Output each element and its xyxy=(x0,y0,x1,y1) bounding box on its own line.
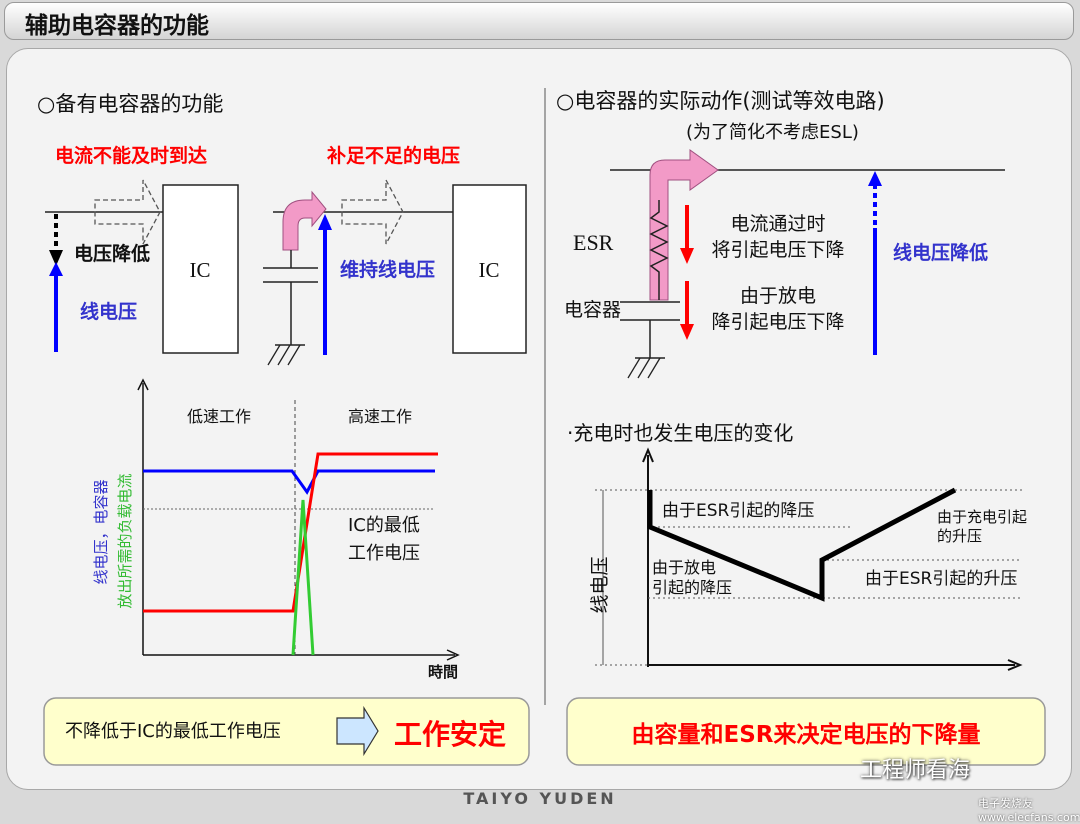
voltage-waveform xyxy=(647,487,957,602)
label-maintain-voltage: 维持线电压 xyxy=(340,258,435,281)
current-dashed-arrow-b xyxy=(341,179,404,245)
ic-box-a xyxy=(162,184,239,354)
ground-b-hatch xyxy=(277,344,291,366)
desc2-line1: 由于放电 xyxy=(740,285,816,307)
right-result-box xyxy=(566,697,1046,766)
pink-current-arrow xyxy=(282,190,327,251)
ground-b-hatch xyxy=(267,344,281,366)
red-drop-arrowhead-2 xyxy=(680,324,694,340)
result-arrow-icon xyxy=(336,705,379,757)
desc1-line2: 将引起电压下降 xyxy=(711,239,844,261)
desc1-line1: 电流通过时 xyxy=(730,213,825,235)
right-heading: ○电容器的实际动作(测试等效电路) xyxy=(556,89,885,113)
label-discharge-1: 由于放电 xyxy=(652,558,716,577)
charge-heading: ·充电时也发生电压的变化 xyxy=(567,421,793,445)
label-current-not-reach: 电流不能及时到达 xyxy=(55,144,207,167)
label-charge-1: 由于充电引起 xyxy=(937,508,1027,526)
label-esr-drop: 由于ESR引起的降压 xyxy=(662,501,814,521)
label-esr-rise: 由于ESR引起的升压 xyxy=(865,569,1017,589)
ground-r-hatch xyxy=(647,357,661,379)
chart-ylabel-2: 放出所需的负载电流 xyxy=(116,473,134,608)
chart-xlabel: 時間 xyxy=(428,663,458,681)
right-subheading: (为了简化不考虑ESL) xyxy=(686,122,859,143)
graph-x-arrowhead xyxy=(1007,659,1023,671)
chart-ylabel-1: 线电压，电容器 xyxy=(92,479,110,584)
left-heading: ○备有电容器的功能 xyxy=(37,92,223,116)
left-result-emphasis: 工作安定 xyxy=(394,718,506,751)
left-result-box xyxy=(43,697,530,766)
label-charge-2: 的升压 xyxy=(937,527,982,545)
right-line-voltage-drop: 线电压降低 xyxy=(893,241,988,264)
right-result-text: 由容量和ESR来决定电压的下降量 xyxy=(632,721,981,748)
right-line-voltage-arrowhead xyxy=(868,171,882,186)
pink-discharge-arrow xyxy=(649,149,719,301)
ground-r-hatch xyxy=(637,357,651,379)
page-title: 辅助电容器的功能 xyxy=(25,13,209,39)
label-high-speed: 高速工作 xyxy=(348,407,412,426)
label-low-speed: 低速工作 xyxy=(187,407,251,426)
ic-box-b xyxy=(452,184,527,354)
line-voltage-trace xyxy=(143,469,435,495)
chart-y-arrowhead xyxy=(137,378,149,391)
voltage-drop-arrowhead xyxy=(49,250,63,266)
line-voltage-arrowhead-a xyxy=(49,262,63,276)
label-supplement-voltage: 补足不足的电压 xyxy=(327,144,460,167)
graph-y-arrowhead xyxy=(642,447,654,463)
watermark: 工程师看海 xyxy=(860,758,971,783)
red-drop-arrowhead-1 xyxy=(680,248,694,264)
ground-r-hatch xyxy=(627,357,641,379)
label-line-voltage: 线电压 xyxy=(80,300,137,323)
graph-ylabel: 线电压 xyxy=(589,556,611,613)
ground-b-hatch xyxy=(287,344,301,366)
label-ic-min-1: IC的最低 xyxy=(348,515,420,536)
capacitor-label: 电容器 xyxy=(564,299,621,321)
current-dashed-arrow-a xyxy=(94,179,161,245)
watermark-site: 电子发烧友 www.elecfans.com xyxy=(978,797,1080,824)
capacitor-current-spike xyxy=(291,499,315,656)
footer-brand: TAIYO YUDEN xyxy=(463,789,617,808)
label-voltage-drop: 电压降低 xyxy=(74,242,150,265)
chart-x-arrowhead xyxy=(446,649,460,661)
ic-label-a: IC xyxy=(190,258,211,282)
content-panel xyxy=(6,48,1072,790)
label-discharge-2: 引起的降压 xyxy=(652,578,732,597)
ic-label-b: IC xyxy=(479,258,500,282)
title-bar: 辅助电容器的功能 xyxy=(4,2,1074,40)
desc2-line2: 降引起电压下降 xyxy=(711,311,844,333)
esr-label: ESR xyxy=(573,230,614,255)
esr-resistor xyxy=(649,200,669,300)
line-voltage-arrowhead-b xyxy=(318,214,332,230)
label-ic-min-2: 工作电压 xyxy=(348,543,420,564)
left-result-text: 不降低于IC的最低工作电压 xyxy=(65,721,281,742)
